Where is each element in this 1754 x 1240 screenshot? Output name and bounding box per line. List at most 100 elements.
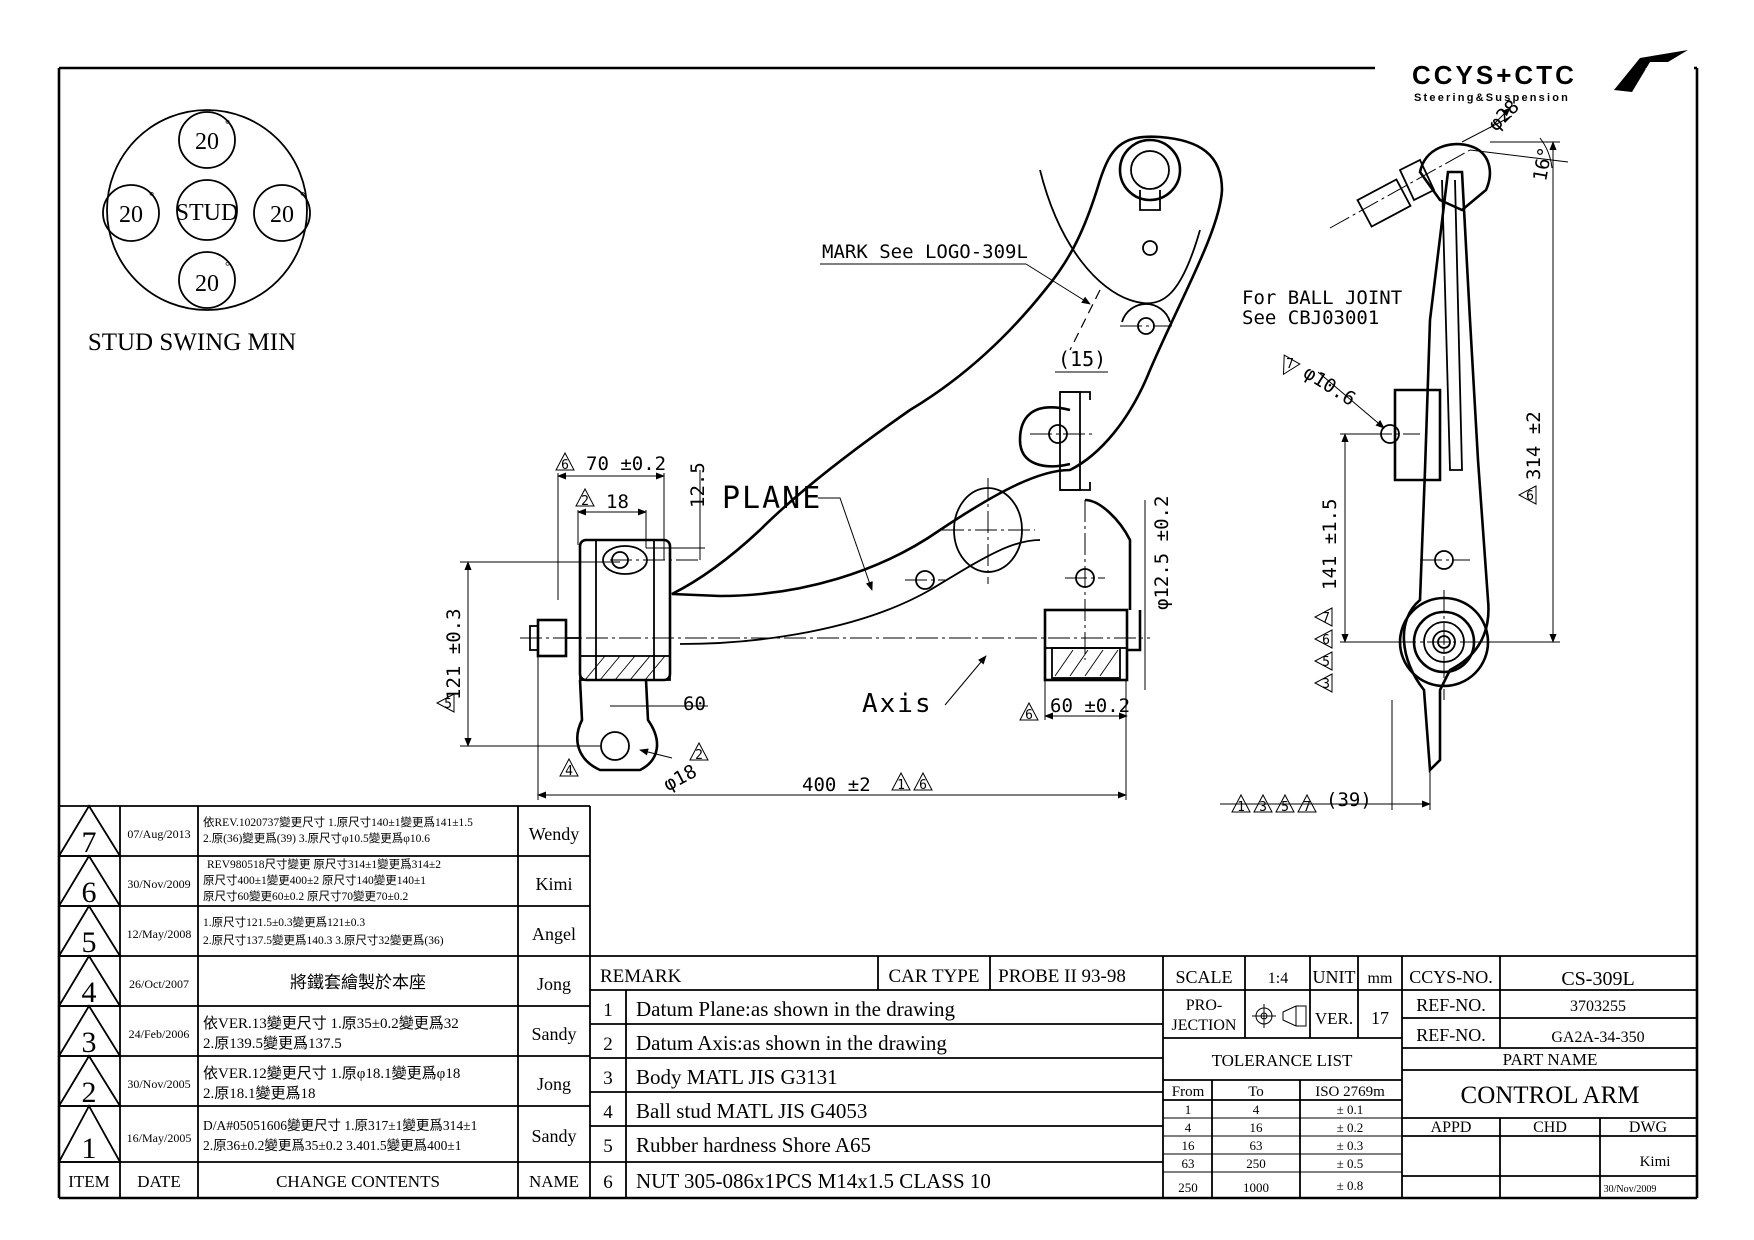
- svg-text:NUT 305-086x1PCS M14x1.5 CLASS: NUT 305-086x1PCS M14x1.5 CLASS 10: [636, 1169, 991, 1193]
- remark-title: REMARK: [600, 966, 682, 987]
- side-view-labels: For BALL JOINT See CBJ03001 φ28 16° φ10.…: [1242, 96, 1557, 811]
- svg-text:2: 2: [695, 748, 703, 763]
- car-type-value: PROBE II 93-98: [998, 966, 1126, 987]
- car-type-label: CAR TYPE: [889, 966, 980, 987]
- dwg-by: Kimi: [1640, 1154, 1671, 1170]
- svg-text:63: 63: [1250, 1138, 1263, 1153]
- stud-angle-bottom: 20: [195, 271, 219, 297]
- side-view-rev-marks: 7 6 3 5 6 7 1 3 5 7: [1231, 354, 1537, 815]
- svg-text:3: 3: [1259, 800, 1267, 815]
- svg-text:°: °: [149, 188, 154, 203]
- svg-text:4: 4: [1185, 1120, 1192, 1135]
- svg-text:To: To: [1248, 1084, 1264, 1100]
- svg-text:Sandy: Sandy: [532, 1126, 577, 1146]
- revision-row: 7 07/Aug/2013 依REV.1020737變更尺寸 1.原尺寸140±…: [82, 815, 580, 859]
- svg-text:Datum Axis:as shown in the dra: Datum Axis:as shown in the drawing: [636, 1031, 947, 1055]
- rev-header-changes: CHANGE CONTENTS: [276, 1172, 440, 1191]
- ref-no-label-2: REF-NO.: [1416, 1025, 1486, 1045]
- chd-label: CHD: [1533, 1119, 1567, 1136]
- third-angle-projection-icon: [1252, 1004, 1307, 1028]
- svg-text:5: 5: [1322, 655, 1330, 670]
- svg-text:2.原139.5變更爲137.5: 2.原139.5變更爲137.5: [203, 1035, 342, 1052]
- svg-text:5: 5: [444, 697, 452, 712]
- logo-tagline: Steering&Suspension: [1414, 92, 1570, 104]
- title-block: SCALE 1:4 UNIT mm PRO- JECTION VER. 17 T…: [1163, 956, 1697, 1198]
- svg-text:°: °: [225, 258, 230, 273]
- stud-angle-top: 20: [195, 129, 219, 155]
- svg-text:Datum Plane:as shown in the dr: Datum Plane:as shown in the drawing: [636, 997, 956, 1021]
- scale-label: SCALE: [1175, 967, 1232, 987]
- svg-text:7: 7: [1322, 611, 1330, 626]
- rev-header-date: DATE: [137, 1172, 180, 1191]
- svg-text:30/Nov/2009: 30/Nov/2009: [127, 877, 190, 891]
- dwg-label: DWG: [1629, 1119, 1668, 1136]
- ccys-no-label: CCYS-NO.: [1409, 967, 1493, 987]
- svg-text:6: 6: [1526, 489, 1534, 504]
- dim-39: (39): [1326, 789, 1372, 811]
- svg-text:2: 2: [82, 1076, 97, 1109]
- dim-314: 314 ±2: [1523, 411, 1545, 480]
- svg-text:原尺寸60變更60±0.2 原尺寸70變更70±0.2: 原尺寸60變更60±0.2 原尺寸70變更70±0.2: [203, 889, 408, 903]
- sheet-border: [57, 66, 1699, 1200]
- ref-no-label-1: REF-NO.: [1416, 995, 1486, 1015]
- dim-141: 141 ±1.5: [1319, 498, 1341, 590]
- remark-block: REMARK CAR TYPE PROBE II 93-98 1 Datum P…: [590, 955, 1697, 1198]
- svg-text:1: 1: [1237, 800, 1245, 815]
- dim-phi10-6: φ10.6: [1299, 362, 1359, 411]
- svg-text:63: 63: [1182, 1156, 1195, 1171]
- tolerance-rows: 1 4 ± 0.1 4 16 ± 0.2 16 63 ± 0.3 63 250 …: [1178, 1102, 1363, 1195]
- tolerance-title: TOLERANCE LIST: [1212, 1051, 1353, 1070]
- ball-joint-callout-2: See CBJ03001: [1242, 307, 1379, 329]
- svg-text:1.原尺寸121.5±0.3變更爲121±0.3: 1.原尺寸121.5±0.3變更爲121±0.3: [203, 915, 365, 929]
- svg-text:4: 4: [1253, 1102, 1260, 1117]
- projection-label-1: PRO-: [1186, 997, 1222, 1014]
- svg-text:7: 7: [1286, 357, 1294, 372]
- svg-text:250: 250: [1246, 1156, 1266, 1171]
- control-arm-main-view: [520, 135, 1224, 772]
- svg-text:Body MATL JIS G3131: Body MATL JIS G3131: [636, 1065, 838, 1089]
- svg-text:7: 7: [82, 826, 97, 859]
- dim-15: (15): [1058, 347, 1106, 371]
- revision-table: [57, 804, 591, 1198]
- remark-rows: 1 Datum Plane:as shown in the drawing 2 …: [603, 997, 991, 1193]
- revision-row: 2 30/Nov/2005 依VER.12變更尺寸 1.原φ18.1變更爲φ18…: [82, 1065, 572, 1109]
- svg-text:將鐵套繪製於本座: 將鐵套繪製於本座: [290, 973, 426, 992]
- unit-value: mm: [1368, 970, 1393, 987]
- svg-text:12/May/2008: 12/May/2008: [127, 927, 192, 941]
- dim-18: 18: [606, 491, 629, 513]
- svg-text:7: 7: [1303, 800, 1311, 815]
- svg-text:6: 6: [561, 458, 569, 473]
- dim-12-5: 12.5: [687, 462, 709, 508]
- revision-row: 6 30/Nov/2009 REV980518尺寸變更 原尺寸314±1變更爲3…: [82, 857, 573, 909]
- dim-121: 121 ±0.3: [443, 608, 465, 700]
- svg-text:2: 2: [603, 1034, 613, 1055]
- svg-text:6: 6: [1322, 633, 1330, 648]
- svg-text:6: 6: [603, 1172, 613, 1193]
- svg-text:5: 5: [82, 926, 97, 959]
- ccys-no-value: CS-309L: [1561, 968, 1634, 990]
- svg-text:原尺寸400±1變更400±2 原尺寸140變更140±: 原尺寸400±1變更400±2 原尺寸140變更140±1: [203, 873, 426, 887]
- mark-callout: MARK See LOGO-309L: [822, 241, 1028, 263]
- svg-text:1: 1: [603, 1000, 613, 1021]
- svg-text:2.原(36)變更爲(39) 3.原尺寸φ10.5變更爲φ1: 2.原(36)變更爲(39) 3.原尺寸φ10.5變更爲φ10.6: [203, 831, 430, 845]
- ver-label: VER.: [1315, 1009, 1353, 1028]
- svg-text:Ball stud MATL JIS G4053: Ball stud MATL JIS G4053: [636, 1099, 867, 1123]
- projection-label-2: JECTION: [1172, 1017, 1237, 1034]
- svg-text:6: 6: [82, 876, 97, 909]
- svg-text:2.原36±0.2變更爲35±0.2 3.401.5變更爲4: 2.原36±0.2變更爲35±0.2 3.401.5變更爲400±1: [203, 1138, 461, 1153]
- ball-joint-callout-1: For BALL JOINT: [1242, 287, 1402, 309]
- svg-text:07/Aug/2013: 07/Aug/2013: [127, 827, 190, 841]
- svg-text:± 0.2: ± 0.2: [1337, 1120, 1364, 1135]
- svg-text:3: 3: [603, 1068, 613, 1089]
- svg-text:4: 4: [603, 1102, 613, 1123]
- scale-value: 1:4: [1268, 970, 1288, 987]
- svg-text:3: 3: [82, 1026, 97, 1059]
- dwg-date: 30/Nov/2009: [1604, 1184, 1657, 1195]
- svg-text:4: 4: [565, 764, 573, 779]
- svg-text:± 0.8: ± 0.8: [1337, 1178, 1364, 1193]
- svg-text:Sandy: Sandy: [532, 1024, 577, 1044]
- svg-text:Jong: Jong: [537, 974, 571, 994]
- svg-text:3: 3: [1322, 677, 1330, 692]
- rev-header-name: NAME: [529, 1172, 579, 1191]
